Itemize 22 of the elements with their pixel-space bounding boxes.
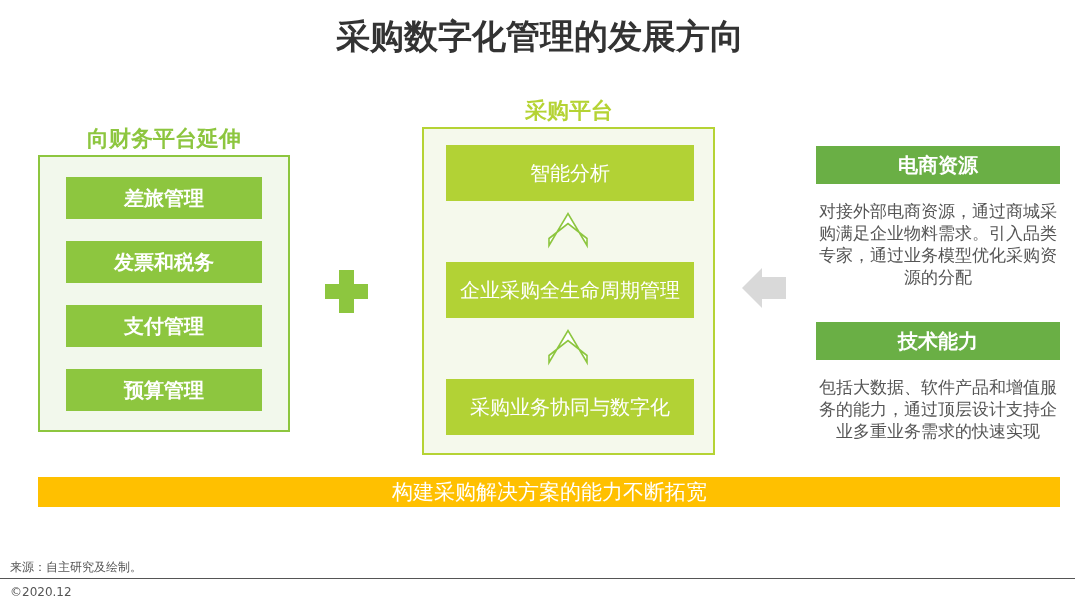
function-box: 发票和税务 bbox=[66, 241, 262, 283]
function-box: 差旅管理 bbox=[66, 177, 262, 219]
panel-box bbox=[422, 127, 715, 455]
panel-box bbox=[38, 155, 290, 432]
copyright-note: ©2020.12 bbox=[10, 585, 72, 599]
source-note: 来源：自主研究及绘制。 bbox=[10, 559, 142, 576]
banner-bar: 构建采购解决方案的能力不断拓宽 bbox=[38, 477, 1060, 507]
stage-box: 采购业务协同与数字化 bbox=[446, 379, 694, 435]
description-text: 包括大数据、软件产品和增值服务的能力，通过顶层设计支持企业多重业务需求的快速实现 bbox=[818, 376, 1058, 442]
description-text: 对接外部电商资源，通过商城采购满足企业物料需求。引入品类专家，通过业务模型优化采购资源的分配 bbox=[818, 200, 1058, 288]
panel-heading: 向财务平台延伸 bbox=[86, 125, 242, 153]
chevron-arrow bbox=[548, 328, 588, 366]
heading-box: 电商资源 bbox=[816, 146, 1060, 184]
stage-box: 智能分析 bbox=[446, 145, 694, 201]
chevron-arrow bbox=[548, 211, 588, 249]
title: 采购数字化管理的发展方向 bbox=[335, 15, 745, 58]
function-box: 预算管理 bbox=[66, 369, 262, 411]
panel-heading: 采购平台 bbox=[523, 97, 614, 125]
function-box: 支付管理 bbox=[66, 305, 262, 347]
heading-box: 技术能力 bbox=[816, 322, 1060, 360]
stage-box: 企业采购全生命周期管理 bbox=[446, 262, 694, 318]
arrow bbox=[742, 268, 786, 308]
